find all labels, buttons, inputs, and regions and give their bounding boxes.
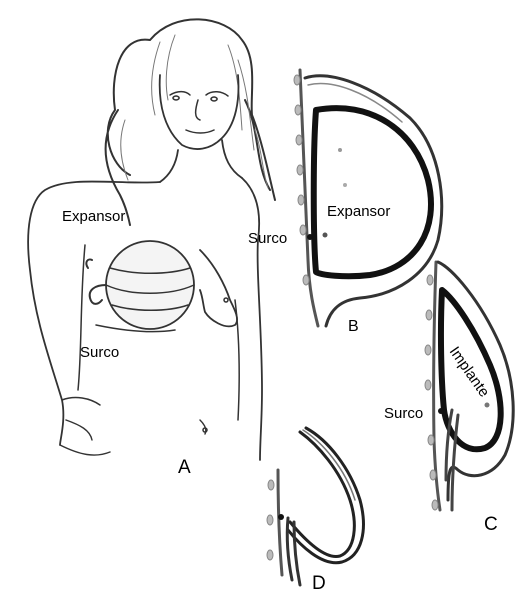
fold-marker-b [307,234,313,240]
speck-b3 [323,233,328,238]
label-fold-b: Surco [248,230,287,247]
ribs-d [267,480,274,560]
fold-marker-d [278,514,284,520]
breast-right [200,250,237,326]
label-fold-c: Surco [384,405,423,422]
eyes [170,92,228,101]
hair-drawing [106,19,275,225]
panel-b [294,70,442,326]
speck-c1 [485,403,490,408]
label-expander-b: Expansor [327,203,390,220]
panel-a [28,19,275,460]
chest-wall-d [278,470,282,575]
face-outline [160,75,239,149]
nipple-right [224,298,228,302]
fold-marker-c [438,408,444,414]
speck-b2 [343,183,347,187]
panel-letter-a: A [178,457,191,478]
panel-letter-b: B [348,318,359,335]
lower-body [60,420,206,455]
fold-stalk-d [287,518,300,585]
panel-d [267,428,363,585]
navel [203,428,207,432]
hair-strands [121,35,268,188]
expander-port [86,259,106,303]
label-fold-a: Surco [80,344,119,361]
speck-b1 [338,148,342,152]
panel-letter-d: D [312,573,326,593]
panel-letter-c: C [484,514,498,535]
fold-curve-outer-d [290,432,354,557]
nose-mouth [186,100,214,133]
expander-b [314,108,431,276]
label-expander-a: Expansor [62,208,125,225]
expander-sphere [106,241,194,329]
neck [160,140,242,182]
